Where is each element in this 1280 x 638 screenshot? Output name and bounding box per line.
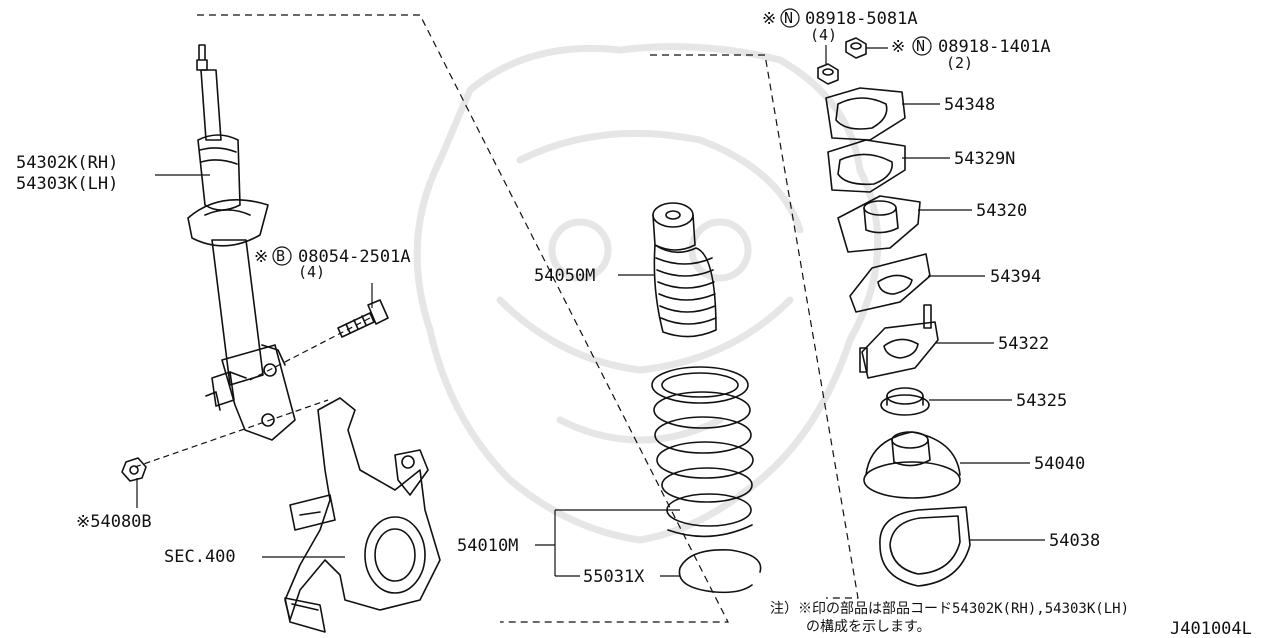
label-nut-a-prefix: ※ bbox=[762, 9, 776, 29]
label-54040: 54040 bbox=[1034, 454, 1085, 474]
coil-spring bbox=[651, 366, 754, 538]
label-strut-lh: 54303K(LH) bbox=[16, 174, 118, 194]
bearing-54325 bbox=[880, 387, 930, 416]
strut-piston-rod bbox=[200, 69, 222, 141]
label-nut-a-code: 08918-5081A bbox=[805, 9, 918, 29]
label-55031x: 55031X bbox=[583, 567, 645, 587]
note-line-2: の構成を示します。 bbox=[806, 619, 931, 635]
label-nut-b-circle: N bbox=[916, 37, 925, 55]
mount-54320 bbox=[837, 195, 921, 253]
spring-assembly-dashed-box bbox=[650, 54, 859, 599]
label-bolt-code: 08054-2501A bbox=[298, 247, 411, 267]
label-nut-b-prefix: ※ bbox=[891, 37, 905, 57]
circle-n-icon-2 bbox=[912, 36, 932, 56]
background-watermark bbox=[413, 43, 882, 544]
mount-54322 bbox=[859, 304, 939, 379]
label-54010m: 54010M bbox=[457, 536, 518, 556]
plate-54394 bbox=[849, 253, 931, 313]
strut-bracket bbox=[221, 344, 296, 441]
leader-spring bbox=[535, 509, 680, 577]
label-nut-a-qty: (4) bbox=[810, 26, 837, 44]
label-54322: 54322 bbox=[998, 334, 1049, 354]
strut-top-stud bbox=[196, 44, 208, 71]
label-54320: 54320 bbox=[976, 201, 1027, 221]
plate-54348 bbox=[825, 87, 906, 141]
snap-ring bbox=[678, 549, 762, 594]
label-54394: 54394 bbox=[990, 267, 1041, 287]
label-nut-54080b: ※54080B bbox=[76, 512, 152, 532]
label-54325: 54325 bbox=[1016, 391, 1067, 411]
strut-assembly bbox=[187, 44, 296, 441]
bump-stop bbox=[652, 202, 717, 338]
label-bolt-circle: B bbox=[276, 247, 285, 265]
label-bolt-prefix: ※ bbox=[254, 247, 268, 267]
strut-body bbox=[211, 239, 264, 386]
nut-08918-5081a bbox=[817, 63, 839, 85]
gasket-54329n bbox=[827, 139, 906, 193]
label-nut-a-circle: N bbox=[784, 9, 793, 27]
note-line-1: 注）※印の部品は部品コード54302K(RH),54303K(LH) bbox=[770, 601, 1129, 617]
strut-dust-cover bbox=[197, 134, 241, 211]
label-strut-rh: 54302K(RH) bbox=[16, 153, 118, 173]
bracket-hole-lower bbox=[261, 413, 275, 427]
strut-nut bbox=[121, 457, 147, 482]
strut-assembly-dashed-box bbox=[197, 14, 729, 623]
label-sec400: SEC.400 bbox=[164, 547, 236, 567]
bracket-hole-upper bbox=[263, 363, 277, 377]
steering-knuckle bbox=[284, 397, 441, 633]
label-54329n: 54329N bbox=[954, 149, 1015, 169]
seat-54038 bbox=[879, 506, 971, 587]
circle-b-icon bbox=[272, 246, 292, 266]
diagram-id: J401004L bbox=[1170, 619, 1252, 638]
label-nut-b-code: 08918-1401A bbox=[938, 37, 1051, 57]
strut-bolt bbox=[337, 299, 389, 338]
label-54038: 54038 bbox=[1049, 531, 1100, 551]
label-nut-b-qty: (2) bbox=[946, 54, 973, 72]
label-54348: 54348 bbox=[944, 95, 995, 115]
seat-54040 bbox=[863, 431, 961, 499]
nut-08918-1401a bbox=[845, 37, 867, 59]
strut-spring-seat bbox=[187, 199, 269, 247]
brake-hose-clip bbox=[205, 371, 235, 411]
label-bolt-qty: (4) bbox=[298, 263, 325, 281]
circle-n-icon bbox=[780, 8, 800, 28]
label-54050m: 54050M bbox=[534, 266, 595, 286]
bolt-insertion-line bbox=[134, 317, 371, 468]
